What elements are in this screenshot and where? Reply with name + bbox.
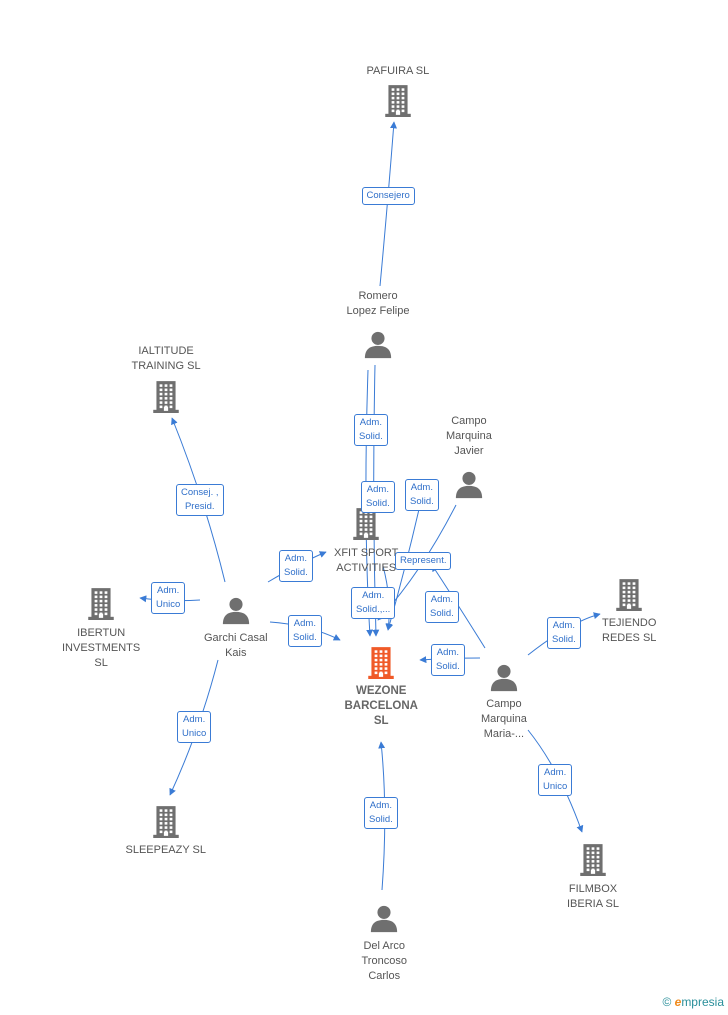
building-icon[interactable]	[364, 645, 398, 684]
edge-label[interactable]: Adm.Unico	[538, 764, 573, 796]
edge-label[interactable]: Adm.Solid.	[288, 615, 322, 647]
edge-label[interactable]: Represent.	[395, 552, 452, 570]
node-label-xfit[interactable]: XFIT SPORT ACTIVITIES	[334, 546, 398, 576]
brand-initial: e	[674, 995, 682, 1009]
building-icon[interactable]	[349, 506, 383, 545]
edge-label[interactable]: Adm.Solid.	[431, 644, 465, 676]
node-label-pafuira[interactable]: PAFUIRA SL	[367, 64, 430, 79]
node-label-line: SL	[373, 715, 389, 727]
node-label-line: IALTITUDE	[138, 345, 194, 357]
node-label-line: Del Arco	[363, 940, 406, 952]
person-icon[interactable]	[369, 903, 399, 938]
node-label-wezone[interactable]: WEZONE BARCELONA SL	[345, 684, 418, 729]
edge-label[interactable]: Adm.Solid.	[279, 550, 313, 582]
node-label-line: Javier	[454, 445, 484, 457]
edge-label[interactable]: Adm.Solid.,...	[351, 587, 396, 619]
node-label-ialtitude[interactable]: IALTITUDE TRAINING SL	[132, 344, 201, 374]
node-label-line: INVESTMENTS	[62, 642, 141, 654]
node-label-ibertun[interactable]: IBERTUN INVESTMENTS SL	[62, 626, 140, 671]
edge-label[interactable]: Adm.Solid.	[354, 414, 388, 446]
node-label-filmbox[interactable]: FILMBOX IBERIA SL	[567, 882, 619, 912]
node-label-line: SLEEPEAZY SL	[125, 844, 207, 856]
node-label-line: Romero	[358, 290, 398, 302]
node-label-line: Campo	[451, 415, 487, 427]
edge-label[interactable]: Adm.Solid.	[364, 797, 398, 829]
building-icon[interactable]	[381, 83, 415, 122]
node-label-line: WEZONE	[356, 685, 407, 697]
edge-label[interactable]: Adm.Solid.	[547, 617, 581, 649]
node-label-line: Lopez Felipe	[346, 305, 410, 317]
node-label-line: Garchi Casal	[204, 632, 268, 644]
node-label-line: ACTIVITIES	[336, 562, 397, 574]
edge-label[interactable]: Adm.Unico	[151, 582, 186, 614]
node-label-line: Marquina	[446, 430, 492, 442]
node-label-line: FILMBOX	[568, 883, 618, 895]
node-label-line: TRAINING SL	[131, 360, 201, 372]
node-label-line: Maria-...	[483, 728, 525, 740]
edge-label[interactable]: Adm.Solid.	[405, 479, 439, 511]
edge-label[interactable]: Adm.Solid.	[361, 481, 395, 513]
node-label-line: XFIT SPORT	[334, 547, 399, 559]
building-icon[interactable]	[612, 577, 646, 616]
edge-label[interactable]: Consej. ,Presid.	[176, 484, 224, 516]
edge-label[interactable]: Consejero	[361, 187, 415, 205]
node-label-line: Carlos	[368, 970, 401, 982]
node-label-line: IBERIA SL	[567, 898, 619, 910]
person-icon[interactable]	[489, 662, 519, 697]
node-label-line: BARCELONA	[344, 700, 418, 712]
copyright-symbol: ©	[662, 995, 672, 1009]
node-label-line: PAFUIRA SL	[366, 65, 430, 77]
node-label-tejiendo[interactable]: TEJIENDO REDES SL	[602, 616, 656, 646]
building-icon[interactable]	[149, 804, 183, 843]
copyright-footer: © empresia	[662, 995, 724, 1009]
edge-label[interactable]: Adm.Unico	[177, 711, 212, 743]
node-label-sleepeazy[interactable]: SLEEPEAZY SL	[126, 843, 207, 858]
node-label-line: REDES SL	[602, 632, 657, 644]
node-label-line: TEJIENDO	[602, 617, 657, 629]
brand-name: mpresia	[681, 995, 724, 1009]
node-label-line: Kais	[225, 647, 247, 659]
person-icon[interactable]	[454, 469, 484, 504]
node-label-line: IBERTUN	[77, 627, 126, 639]
node-label-line: Campo	[486, 698, 522, 710]
node-label-line: Troncoso	[361, 955, 407, 967]
building-icon[interactable]	[84, 586, 118, 625]
node-label-line: SL	[94, 657, 108, 669]
person-icon[interactable]	[221, 595, 251, 630]
building-icon[interactable]	[149, 379, 183, 418]
node-label-line: Marquina	[481, 713, 527, 725]
edge-label[interactable]: Adm.Solid.	[425, 591, 459, 623]
person-icon[interactable]	[363, 329, 393, 364]
building-icon[interactable]	[576, 842, 610, 881]
